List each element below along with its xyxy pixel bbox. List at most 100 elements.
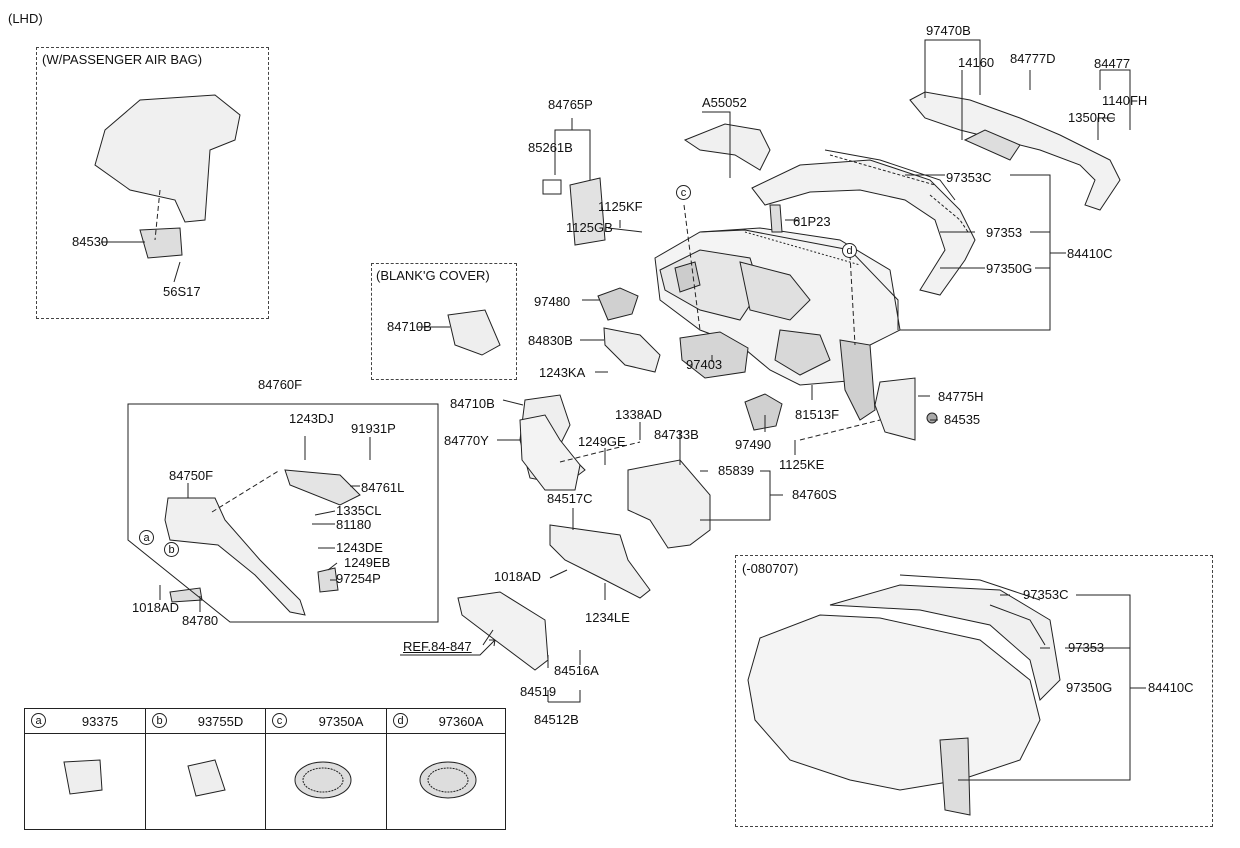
bezel-84830b-illustration	[603, 327, 661, 373]
part-label: 14160	[958, 55, 995, 70]
part-label: 97353C	[1023, 587, 1069, 602]
marker-d-circle: d	[842, 243, 857, 258]
label-85261b-illustration	[542, 179, 562, 195]
part-label: 97353	[1068, 640, 1105, 655]
legend-part-drawings	[63, 759, 477, 799]
drive-side-label: (LHD)	[8, 11, 43, 26]
part-label: 1125GB	[566, 220, 613, 235]
part-label: 84765P	[548, 97, 593, 112]
part-label: 84760S	[792, 487, 837, 502]
part-label: 1018AD	[494, 569, 541, 584]
airbag-section-box	[36, 47, 269, 319]
part-label: 84775H	[938, 389, 984, 404]
reference-label: REF.84-847	[403, 639, 472, 654]
variant-section-box	[735, 555, 1213, 827]
legend-head: d 97360A	[387, 709, 505, 734]
part-label: 84477	[1094, 56, 1131, 71]
variant-section-title: (-080707)	[742, 561, 799, 576]
clip-84535-illustration	[926, 412, 938, 424]
marker-b: b	[164, 540, 179, 558]
part-label: 84760F	[258, 377, 303, 392]
part-label: 84535	[944, 412, 981, 427]
legend-code: 93755D	[197, 714, 244, 729]
legend-code: 93375	[81, 714, 119, 729]
part-label: 97403	[686, 357, 723, 372]
glovebox-housing-illustration	[549, 524, 651, 599]
part-label: 84780	[182, 613, 219, 628]
part-label: 85839	[718, 463, 755, 478]
part-label: 84410C	[1067, 246, 1113, 261]
speaker-grille-illustration	[569, 177, 606, 246]
part-label: 97470B	[926, 23, 971, 38]
marker-a: a	[139, 528, 154, 546]
part-label: 1018AD	[132, 600, 179, 615]
part-label: 91931P	[351, 421, 396, 436]
center-panel-illustration	[519, 414, 581, 491]
part-label: 1125KF	[598, 199, 643, 214]
part-label: 97490	[735, 437, 772, 452]
bracket-frame-84760f	[127, 403, 439, 623]
legend-mark: d	[393, 713, 408, 728]
marker-a-circle: a	[139, 530, 154, 545]
part-label: 1249EB	[344, 555, 391, 570]
legend-cell-b: b 93755D	[146, 709, 266, 829]
part-label: 97353	[986, 225, 1023, 240]
legend-mark: a	[31, 713, 46, 728]
dashed-leaders	[154, 189, 881, 513]
part-label: 97480	[534, 294, 571, 309]
part-label: 1335CL	[336, 503, 382, 518]
side-vent-97490-illustration	[744, 393, 783, 431]
part-label: 85261B	[528, 140, 573, 155]
legend-head: a 93375	[25, 709, 145, 734]
part-label: 84761L	[361, 480, 405, 495]
part-label: 56S17	[163, 284, 201, 299]
part-label: 1140FH	[1102, 93, 1148, 108]
part-label: 1234LE	[585, 610, 630, 625]
airbag-section-title: (W/PASSENGER AIR BAG)	[42, 52, 203, 67]
legend-head: b 93755D	[146, 709, 265, 734]
legend-code: 97360A	[438, 714, 484, 729]
part-label: 1243DJ	[289, 411, 334, 426]
marker-d: d	[842, 241, 857, 259]
cover-84775h-illustration	[874, 377, 916, 441]
part-97360a-grille	[427, 767, 469, 793]
part-label: 97353C	[946, 170, 992, 185]
part-label: 84710B	[387, 319, 432, 334]
airbag-illustration	[94, 94, 241, 259]
part-label: 84516A	[554, 663, 599, 678]
legend-mark: b	[152, 713, 167, 728]
part-label: 81180	[336, 517, 372, 532]
lower-panel-84760s-illustration	[627, 459, 711, 549]
ref-arrow	[400, 639, 496, 656]
part-label: 81513F	[795, 407, 840, 422]
marker-c-circle: c	[676, 185, 691, 200]
part-label: 1350RC	[1068, 110, 1116, 125]
legend-table: a 93375 b 93755D c 97350A d 97360A	[24, 708, 506, 830]
part-label: 97254P	[336, 571, 381, 586]
part-label: 61P23	[793, 214, 831, 229]
blank-cover-section-box	[371, 263, 517, 380]
legend-cell-c: c 97350A	[266, 709, 387, 829]
marker-b-circle: b	[164, 542, 179, 557]
part-label: 1338AD	[615, 407, 662, 422]
part-label: 1243KA	[539, 365, 586, 380]
part-label: 84512B	[534, 712, 579, 727]
top-pad-illustration	[683, 123, 771, 171]
part-label: 97350G	[1066, 680, 1113, 695]
ref-arrowhead	[489, 639, 496, 647]
part-label: 84710B	[450, 396, 495, 411]
part-label: 84519	[520, 684, 557, 699]
part-93755d-drawing	[187, 759, 226, 797]
part-label: 84733B	[654, 427, 699, 442]
center-vent-illustration	[679, 331, 749, 379]
blank-cover-illustration	[447, 309, 501, 356]
part-label: 84830B	[528, 333, 573, 348]
legend-mark: c	[272, 713, 287, 728]
part-label: 1243DE	[336, 540, 383, 555]
blank-cover-section-title: (BLANK'G COVER)	[376, 268, 490, 283]
glovebox-illustration	[457, 591, 549, 671]
part-label: 1125KE	[779, 457, 825, 472]
part-label: 84777D	[1010, 51, 1056, 66]
lower-crash-pad-illustration	[164, 469, 361, 616]
